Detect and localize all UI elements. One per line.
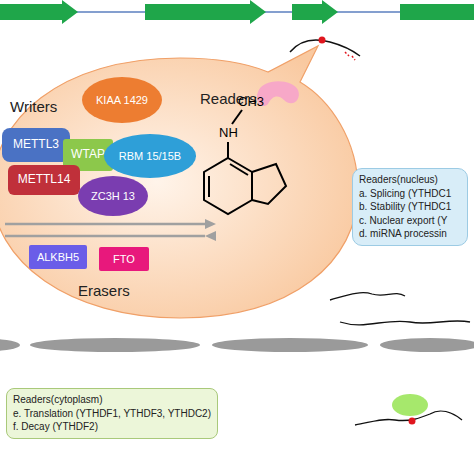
writer-ellipse: KIAA 1429 <box>82 77 162 123</box>
writer-box: METTL3 <box>2 128 70 162</box>
node-label: KIAA 1429 <box>96 94 148 107</box>
nuclear-membrane <box>0 338 474 352</box>
exon-arrow <box>400 4 474 20</box>
node-label: METTL14 <box>18 173 71 187</box>
node-label: ALKBH5 <box>37 251 79 264</box>
eraser-box: FTO <box>99 247 149 271</box>
process-arrow <box>205 231 216 241</box>
process-arrow <box>5 223 205 226</box>
writer-ellipse: RBM 15/15B <box>104 134 197 178</box>
node-label: ZC3H 13 <box>91 190 135 203</box>
m6a-dot <box>409 418 416 425</box>
box-heading: Readers(nucleus) <box>359 174 438 186</box>
reader-info-box: Readers(nucleus) a. Splicing (YTHDC1b. St… <box>352 168 468 246</box>
node-label: RBM 15/15B <box>119 150 181 163</box>
m6a-dot <box>345 52 355 60</box>
node-label: d. miRNA processin <box>359 228 447 240</box>
box-heading: Readers(cytoplasm) <box>13 394 102 406</box>
node-label: METTL3 <box>13 138 59 152</box>
node-label: WTAP <box>71 148 105 162</box>
node-label: FTO <box>113 253 135 266</box>
pre-mrna <box>290 40 360 56</box>
group-label: Writers <box>10 98 57 115</box>
m6a-dot <box>319 37 326 44</box>
node-label: a. Splicing (YTHDC1 <box>359 188 451 200</box>
process-arrow <box>5 235 205 238</box>
exon-arrow <box>0 0 78 24</box>
mrna <box>330 293 405 300</box>
group-label: Erasers <box>78 282 130 299</box>
m6a-structure <box>204 110 286 214</box>
chemical-label: NH <box>219 125 238 140</box>
speech-bubble <box>0 46 358 318</box>
process-arrow <box>205 219 216 229</box>
chemical-label: CH3 <box>238 94 264 109</box>
reader-protein <box>392 394 428 416</box>
eraser-box: ALKBH5 <box>29 245 87 269</box>
node-label: c. Nuclear export (Y <box>359 215 447 227</box>
exon-arrow <box>145 0 266 24</box>
reader-info-box: Readers(cytoplasm) e. Translation (YTHDF1… <box>6 388 218 439</box>
node-label: e. Translation (YTHDF1, YTHDF3, YTHDC2) <box>13 408 211 420</box>
exon-arrow <box>292 0 338 24</box>
node-label: b. Stability (YTHDC1 <box>359 201 451 213</box>
node-label: f. Decay (YTHDF2) <box>13 421 98 433</box>
mrna <box>340 321 470 325</box>
writer-ellipse: ZC3H 13 <box>78 176 148 216</box>
writer-box: METTL14 <box>8 165 80 195</box>
